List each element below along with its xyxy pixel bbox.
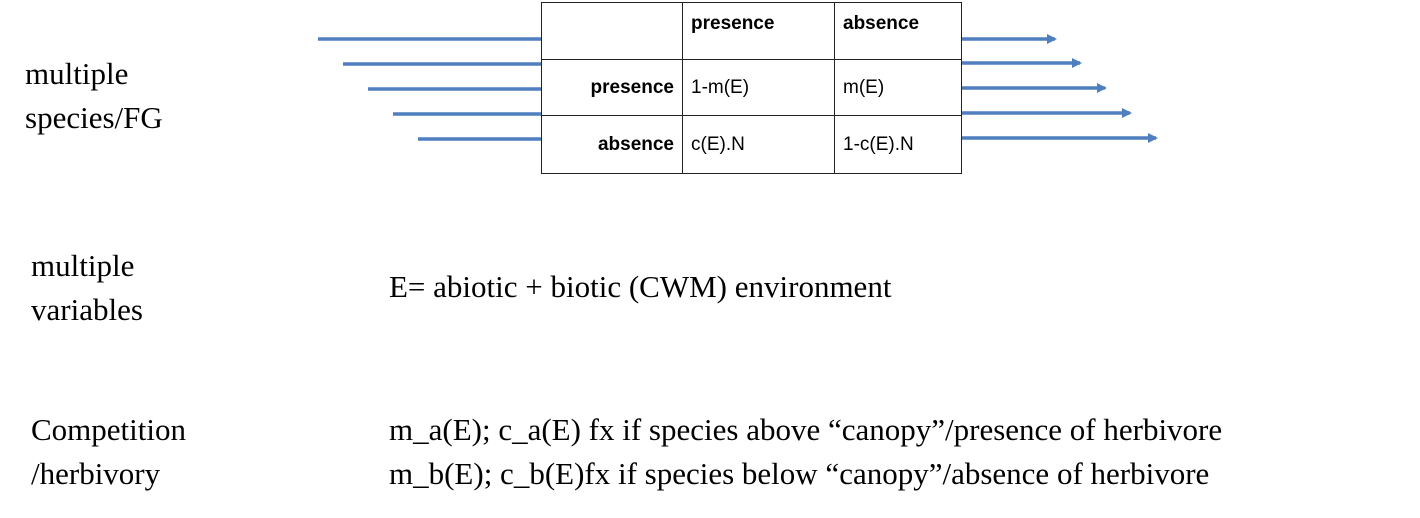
matrix-header-row: presence absence bbox=[541, 2, 962, 60]
competition-rule-line: m_a(E); c_a(E) fx if species above “cano… bbox=[389, 412, 1223, 447]
competition-label: Competition /herbivory bbox=[31, 408, 186, 496]
environment-definition: E= abiotic + biotic (CWM) environment bbox=[389, 269, 892, 304]
matrix-row-absence: absence c(E).N 1-c(E).N bbox=[541, 115, 962, 174]
matrix-row-presence: presence 1-m(E) m(E) bbox=[541, 59, 962, 116]
competition-label-line: Competition bbox=[31, 412, 186, 447]
competition-rules: m_a(E); c_a(E) fx if species above “cano… bbox=[389, 408, 1222, 496]
matrix-cell: 1-m(E) bbox=[682, 59, 835, 116]
matrix-row-label: presence bbox=[541, 59, 683, 116]
matrix-cell: c(E).N bbox=[682, 115, 835, 174]
matrix-header-presence: presence bbox=[682, 2, 835, 60]
matrix-cell: 1-c(E).N bbox=[834, 115, 962, 174]
matrix-row-label: absence bbox=[541, 115, 683, 174]
transition-matrix: presence absence presence 1-m(E) m(E) ab… bbox=[541, 2, 962, 174]
species-label-line: species/FG bbox=[25, 100, 163, 135]
species-label-line: multiple bbox=[25, 56, 129, 91]
matrix-header-absence: absence bbox=[834, 2, 962, 60]
species-label: multiple species/FG bbox=[25, 52, 163, 140]
matrix-cell: m(E) bbox=[834, 59, 962, 116]
competition-label-line: /herbivory bbox=[31, 456, 161, 491]
matrix-corner-cell bbox=[541, 2, 683, 60]
variables-label: multiple variables bbox=[31, 244, 143, 332]
flow-arrows bbox=[318, 34, 1158, 143]
variables-label-line: variables bbox=[31, 292, 143, 327]
variables-label-line: multiple bbox=[31, 248, 135, 283]
competition-rule-line: m_b(E); c_b(E)fx if species below “canop… bbox=[389, 456, 1210, 491]
